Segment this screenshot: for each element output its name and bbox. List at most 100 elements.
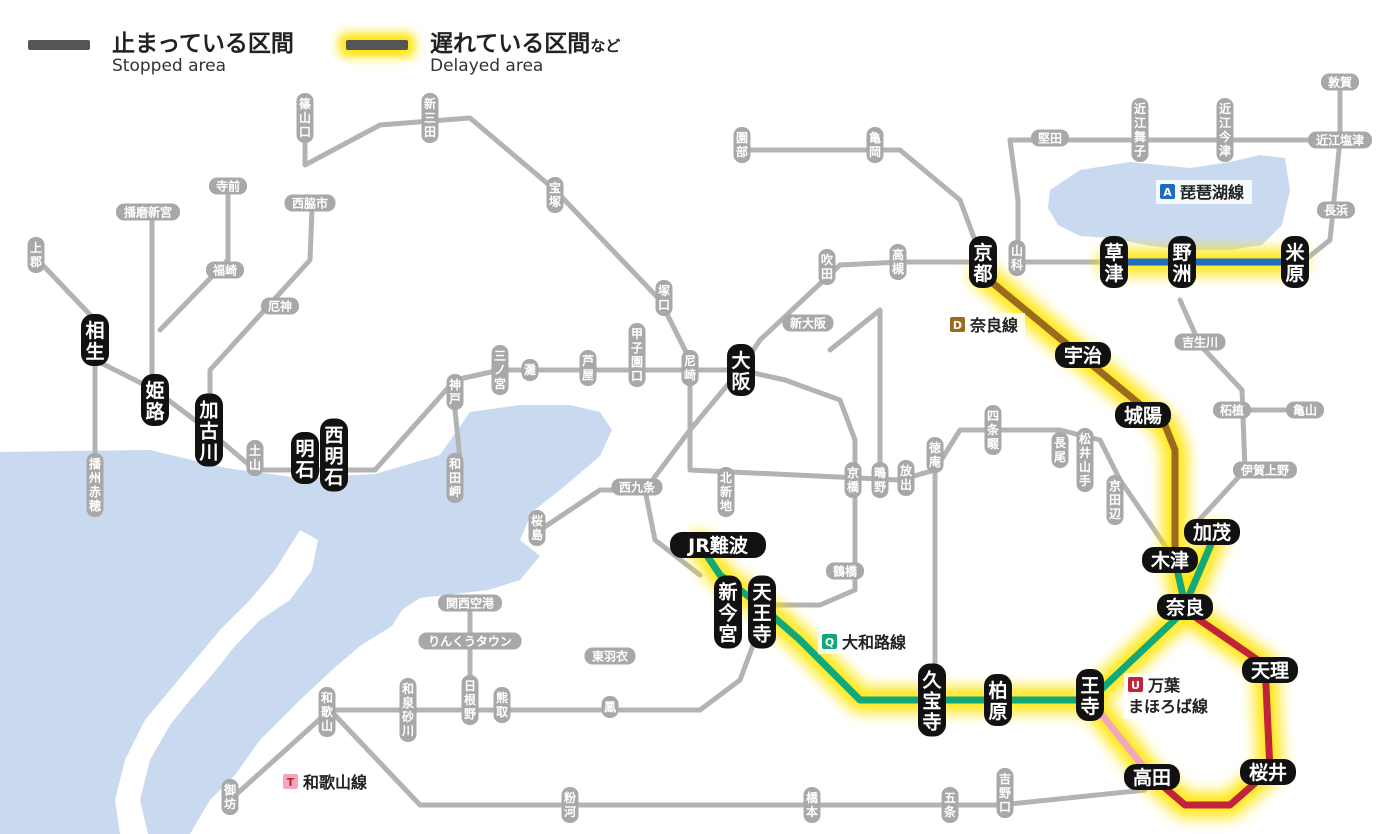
station-熊取[interactable]: 熊取 bbox=[493, 687, 511, 723]
station-五条[interactable]: 五条 bbox=[941, 787, 959, 823]
station-label: 新今宮 bbox=[717, 581, 737, 646]
station-吹田[interactable]: 吹田 bbox=[818, 249, 836, 285]
station-label: 播州赤穂 bbox=[88, 456, 102, 513]
station-明石[interactable]: 明石 bbox=[291, 432, 319, 484]
station-伊賀上野[interactable]: 伊賀上野 bbox=[1233, 461, 1297, 479]
station-御坊[interactable]: 御坊 bbox=[221, 779, 239, 815]
station-亀山[interactable]: 亀山 bbox=[1286, 401, 1324, 419]
station-四条畷[interactable]: 四条畷 bbox=[984, 405, 1002, 455]
station-京田辺[interactable]: 京田辺 bbox=[1106, 475, 1124, 525]
station-天理[interactable]: 天理 bbox=[1242, 657, 1298, 683]
station-土山[interactable]: 土山 bbox=[246, 440, 264, 476]
station-米原[interactable]: 米原 bbox=[1281, 236, 1309, 288]
station-姫路[interactable]: 姫路 bbox=[141, 374, 169, 426]
delayed-swatch bbox=[346, 40, 408, 50]
station-篠山口[interactable]: 篠山口 bbox=[296, 93, 314, 143]
station-関西空港[interactable]: 関西空港 bbox=[438, 594, 502, 612]
station-北新地[interactable]: 北新地 bbox=[717, 467, 735, 517]
station-大阪[interactable]: 大阪 bbox=[727, 344, 755, 396]
station-久宝寺[interactable]: 久宝寺 bbox=[918, 663, 946, 737]
station-奈良[interactable]: 奈良 bbox=[1157, 594, 1213, 620]
station-京都[interactable]: 京都 bbox=[969, 236, 997, 288]
station-寺前[interactable]: 寺前 bbox=[209, 177, 247, 195]
station-吉生川[interactable]: 吉生川 bbox=[1174, 333, 1226, 351]
station-新今宮[interactable]: 新今宮 bbox=[714, 575, 742, 649]
station-鶴橋[interactable]: 鶴橋 bbox=[826, 562, 864, 580]
station-和田岬[interactable]: 和田岬 bbox=[446, 453, 464, 503]
station-label: 和田岬 bbox=[448, 456, 461, 499]
station-播磨新宮[interactable]: 播磨新宮 bbox=[116, 203, 180, 221]
station-堅田[interactable]: 堅田 bbox=[1031, 129, 1069, 147]
station-柘植[interactable]: 柘植 bbox=[1213, 401, 1251, 419]
station-label: 高田 bbox=[1133, 766, 1171, 789]
station-城陽[interactable]: 城陽 bbox=[1115, 402, 1171, 428]
station-西脇市[interactable]: 西脇市 bbox=[284, 194, 336, 212]
station-高田[interactable]: 高田 bbox=[1124, 764, 1180, 790]
legend-delayed-en: Delayed area bbox=[430, 56, 544, 76]
station-三ノ宮[interactable]: 三ノ宮 bbox=[491, 345, 509, 395]
station-日根野[interactable]: 日根野 bbox=[461, 675, 479, 725]
station-厄神[interactable]: 厄神 bbox=[261, 297, 299, 315]
station-桜島[interactable]: 桜島 bbox=[528, 510, 546, 546]
station-和泉砂川[interactable]: 和泉砂川 bbox=[399, 678, 417, 742]
station-東羽衣[interactable]: 東羽衣 bbox=[584, 647, 636, 665]
station-宝塚[interactable]: 宝塚 bbox=[546, 177, 564, 213]
station-label: 和歌山 bbox=[320, 690, 334, 733]
station-京橋[interactable]: 京橋 bbox=[844, 462, 862, 498]
station-加古川[interactable]: 加古川 bbox=[195, 393, 223, 467]
station-桜井[interactable]: 桜井 bbox=[1240, 759, 1296, 785]
station-柏原[interactable]: 柏原 bbox=[984, 674, 1012, 726]
station-和歌山[interactable]: 和歌山 bbox=[318, 687, 336, 737]
station-松井山手[interactable]: 松井山手 bbox=[1076, 428, 1094, 492]
station-label: 久宝寺 bbox=[922, 669, 942, 734]
station-橋本[interactable]: 橋本 bbox=[803, 787, 821, 823]
station-草津[interactable]: 草津 bbox=[1100, 236, 1128, 288]
station-木津[interactable]: 木津 bbox=[1142, 547, 1198, 573]
station-相生[interactable]: 相生 bbox=[81, 314, 109, 366]
station-新大阪[interactable]: 新大阪 bbox=[782, 314, 834, 332]
station-label: 木津 bbox=[1150, 549, 1189, 572]
station-吉野口[interactable]: 吉野口 bbox=[996, 768, 1014, 818]
station-長尾[interactable]: 長尾 bbox=[1051, 432, 1069, 468]
station-園部[interactable]: 園部 bbox=[733, 127, 751, 163]
station-鴫野[interactable]: 鴫野 bbox=[871, 462, 889, 498]
station-王寺[interactable]: 王寺 bbox=[1076, 669, 1104, 721]
station-JR難波[interactable]: JR難波 bbox=[670, 532, 766, 558]
station-近江舞子[interactable]: 近江舞子 bbox=[1131, 98, 1149, 162]
station-新三田[interactable]: 新三田 bbox=[421, 93, 439, 143]
station-西九条[interactable]: 西九条 bbox=[611, 478, 663, 496]
station-加茂[interactable]: 加茂 bbox=[1184, 519, 1240, 545]
station-野洲[interactable]: 野洲 bbox=[1168, 236, 1196, 288]
station-芦屋[interactable]: 芦屋 bbox=[579, 350, 597, 386]
station-灘[interactable]: 灘 bbox=[521, 359, 539, 381]
station-上郡[interactable]: 上郡 bbox=[27, 237, 45, 273]
station-高槻[interactable]: 高槻 bbox=[889, 244, 907, 280]
station-西明石[interactable]: 西明石 bbox=[320, 418, 348, 492]
station-尼崎[interactable]: 尼崎 bbox=[681, 350, 699, 386]
station-近江今津[interactable]: 近江今津 bbox=[1216, 98, 1234, 162]
station-塚口[interactable]: 塚口 bbox=[655, 280, 673, 316]
station-徳庵[interactable]: 徳庵 bbox=[926, 437, 944, 473]
station-神戸[interactable]: 神戸 bbox=[446, 374, 464, 410]
station-粉河[interactable]: 粉河 bbox=[561, 787, 579, 823]
station-山科[interactable]: 山科 bbox=[1008, 240, 1026, 276]
station-福崎[interactable]: 福崎 bbox=[206, 261, 244, 279]
station-亀岡[interactable]: 亀岡 bbox=[866, 127, 884, 163]
station-宇治[interactable]: 宇治 bbox=[1055, 342, 1111, 368]
station-甲子園口[interactable]: 甲子園口 bbox=[628, 323, 646, 387]
station-天王寺[interactable]: 天王寺 bbox=[748, 575, 776, 649]
station-label: 熊取 bbox=[496, 690, 508, 719]
station-りんくうタウン[interactable]: りんくうタウン bbox=[418, 632, 522, 650]
station-label: 松井山手 bbox=[1079, 431, 1091, 488]
station-label: 西脇市 bbox=[292, 195, 328, 210]
station-放出[interactable]: 放出 bbox=[897, 460, 915, 496]
station-鳳[interactable]: 鳳 bbox=[601, 696, 619, 718]
station-近江塩津[interactable]: 近江塩津 bbox=[1308, 131, 1372, 149]
station-播州赤穂[interactable]: 播州赤穂 bbox=[86, 453, 104, 517]
station-label: 天理 bbox=[1251, 660, 1289, 682]
station-長浜[interactable]: 長浜 bbox=[1317, 201, 1355, 219]
station-敦賀[interactable]: 敦賀 bbox=[1321, 73, 1359, 91]
